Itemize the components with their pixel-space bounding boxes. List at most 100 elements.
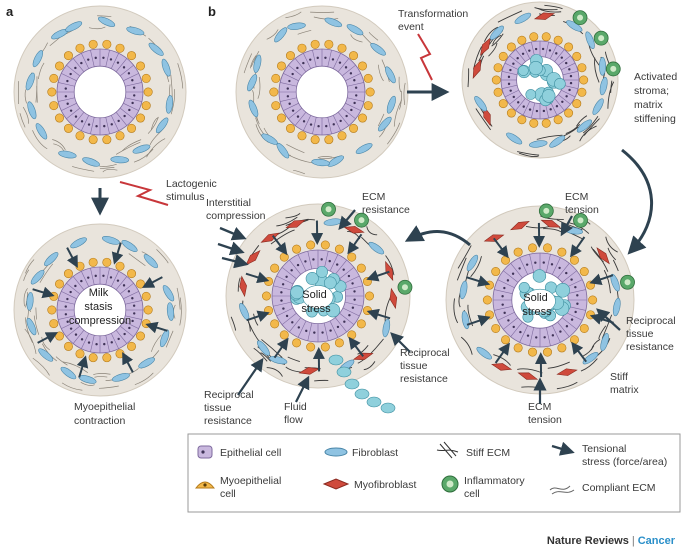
myoepithelial-cell: [75, 43, 85, 53]
fibroblast: [382, 318, 391, 338]
label-pointers: [237, 209, 621, 404]
fibroblast: [165, 95, 174, 114]
solid-stress-core: [302, 285, 334, 309]
fibroblast: [386, 95, 396, 114]
myoepithelial-cell: [493, 63, 503, 73]
myoepithelial-cell: [491, 75, 501, 85]
normal-duct-b: [235, 5, 409, 179]
interstitial-compression-arrows: [217, 226, 249, 269]
myoepithelial-cell: [363, 73, 373, 83]
myoepithelial-cell: [553, 35, 563, 45]
myoepithelial-cell: [553, 115, 563, 125]
myoepithelial-cell: [47, 87, 57, 97]
fibroblast: [26, 292, 34, 311]
myoepithelial-cell: [541, 32, 551, 42]
legend-myoepithelial: Myoepithelial cell: [194, 475, 281, 500]
fibroblast: [148, 42, 164, 56]
fibroblast: [155, 117, 169, 134]
myoepithelial-cell: [501, 335, 511, 345]
myoepithelial-cell: [271, 101, 281, 111]
myoepithelial-cell: [285, 123, 295, 133]
myoepithelial-cell: [569, 255, 579, 265]
myoepithelial-cell: [136, 61, 146, 71]
myoepithelial-cell: [542, 243, 552, 253]
myoepithelial-cell: [506, 108, 516, 118]
myoepithelial-cell: [279, 330, 289, 340]
fibroblast: [35, 123, 48, 140]
myofibroblast: [491, 363, 513, 371]
fibroblast: [585, 31, 595, 50]
fibroblast: [138, 357, 155, 369]
fibroblast: [529, 140, 548, 148]
fibroblast: [60, 366, 77, 380]
fibroblast: [98, 16, 116, 27]
myoepithelial-cell: [337, 131, 347, 141]
fibroblast: [38, 348, 54, 362]
fibroblast: [598, 57, 606, 76]
lumen: [73, 283, 127, 337]
myoepithelial-cell: [276, 113, 286, 123]
fibroblast: [370, 43, 386, 56]
myoepithelial-cell: [141, 101, 151, 111]
stromal-cells: [239, 218, 398, 375]
journal-section: Cancer: [637, 535, 675, 547]
label-transformation-event: Transformation event: [398, 8, 471, 33]
myoepithelial-cell: [569, 335, 579, 345]
myofibroblast: [260, 232, 280, 243]
myoepithelial-cell: [102, 135, 112, 145]
myoepithelial-cell: [297, 43, 307, 53]
myoepithelial-cell: [127, 123, 137, 133]
lightning-icon-lactogenic: [119, 181, 169, 206]
myoepithelial-cell: [557, 343, 567, 353]
myoepithelial-cell: [557, 247, 567, 257]
label-stiff-matrix: Stiff matrix: [610, 371, 639, 396]
fibroblast: [70, 237, 87, 249]
myoepithelial-cell: [586, 310, 596, 320]
stress-arrows: [466, 222, 614, 378]
panel-label-a: a: [6, 4, 14, 19]
label-lactogenic: Lactogenic stimulus: [166, 178, 220, 203]
myoepithelial-cell: [579, 267, 589, 277]
epithelial-cells: [272, 250, 364, 342]
inflammatory-cells: [572, 10, 621, 77]
fibroblast: [58, 150, 77, 159]
myoepithelial-cell: [261, 291, 271, 301]
myoepithelial-cell: [577, 87, 587, 97]
tumor-cells: [517, 54, 566, 107]
label-reciprocal-right: Reciprocal tissue resistance: [626, 315, 679, 353]
svg-text:Fibroblast: Fibroblast: [352, 447, 398, 459]
myoepithelial-cell: [49, 291, 59, 301]
fibroblast: [549, 135, 566, 148]
fibroblast: [26, 317, 37, 336]
epithelial-cells: [57, 267, 143, 353]
myofibroblast: [298, 367, 320, 375]
fibroblast: [65, 21, 83, 32]
myoepithelial-cell: [517, 115, 527, 125]
svg-text:Tensional stress (forc: Tensional stress (force/area): [582, 443, 667, 468]
myoepithelial-cell: [115, 131, 125, 141]
myoepithelial-cell: [54, 113, 64, 123]
myofibroblast-icon: [322, 478, 350, 490]
epithelial-cells: [57, 49, 143, 135]
myoepithelial-cell: [115, 349, 125, 359]
legend-tensional: Tensional stress (force/area): [551, 441, 667, 468]
myoepithelial-cell: [306, 240, 316, 250]
label-ecm-tension-bottom: ECM tension: [528, 401, 562, 426]
legend-stiff-ecm: Stiff ECM: [436, 441, 510, 459]
pointer-reciprocal-middle: [390, 332, 411, 353]
fibroblast: [101, 236, 120, 245]
myoepithelial-cell: [498, 99, 508, 109]
legend-compliant-ecm: Compliant ECM: [549, 482, 656, 495]
myoepithelial-cell: [306, 342, 316, 352]
myoepithelial-cell: [541, 118, 551, 128]
myofibroblast: [556, 368, 578, 376]
fibroblast: [253, 54, 262, 73]
myoepithelial-cell: [269, 87, 279, 97]
myoepithelial-cell: [310, 135, 320, 145]
stromal-cells: [25, 16, 174, 167]
myoepithelial-cell: [102, 353, 112, 363]
label-fluid-flow: Fluid flow: [284, 401, 310, 426]
journal-credit: Nature Reviews|Cancer: [546, 535, 675, 547]
myofibroblast: [245, 249, 261, 266]
tensional-stress-arrow-icon: [551, 441, 575, 456]
